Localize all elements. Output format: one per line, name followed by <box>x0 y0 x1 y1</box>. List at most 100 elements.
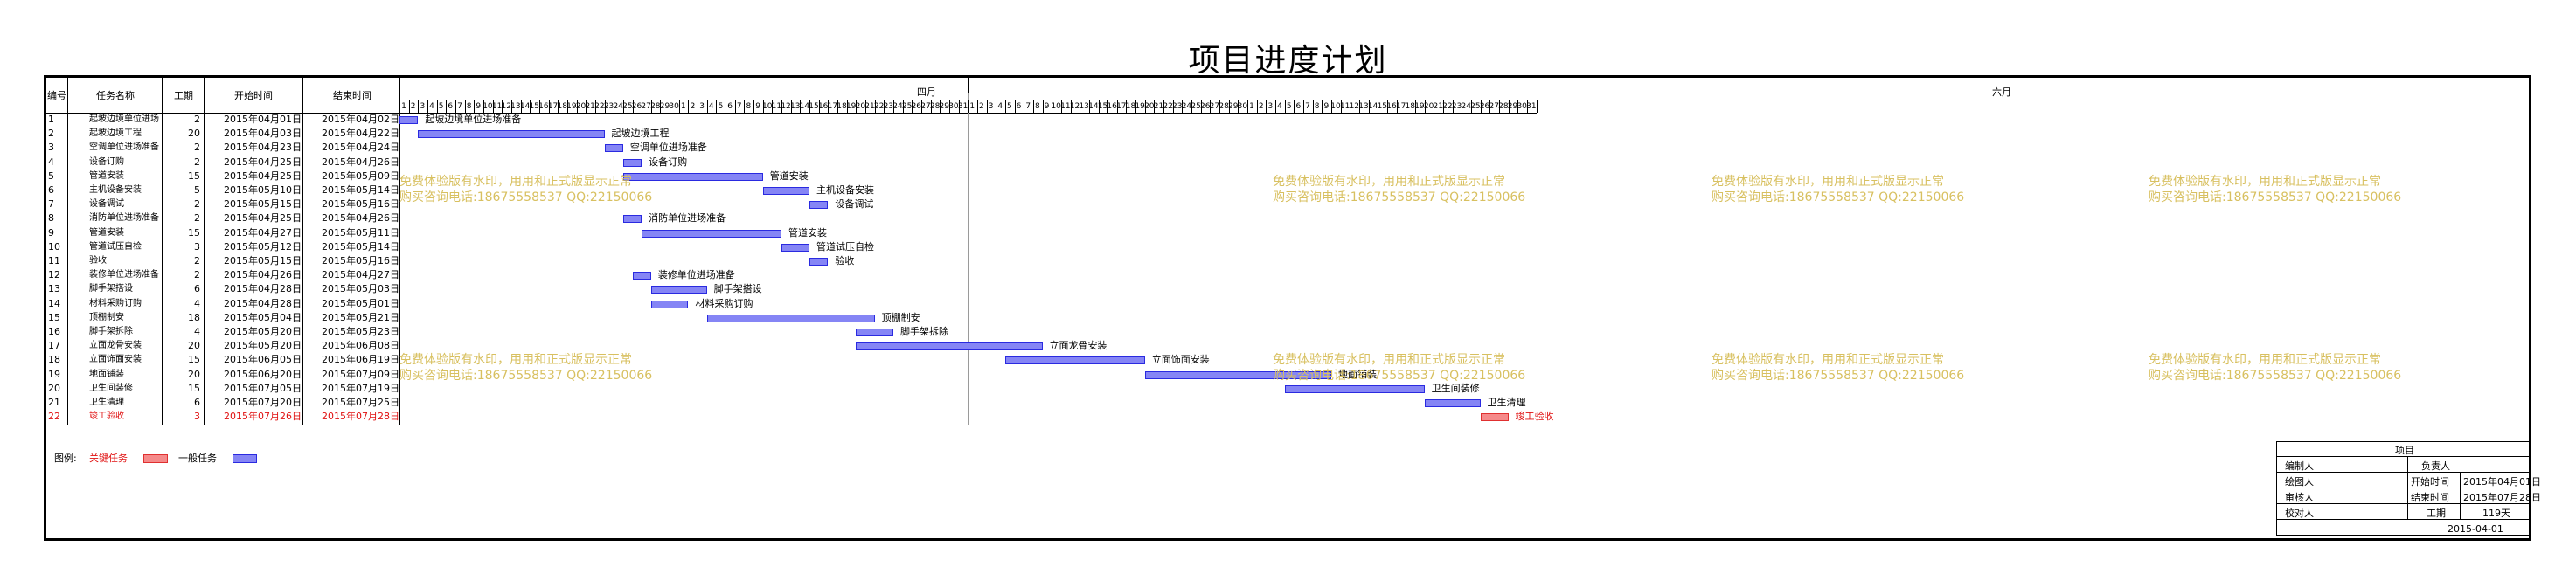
task-end: 2015年04月27日 <box>322 269 399 281</box>
task-duration: 4 <box>194 326 200 337</box>
page-title: 项目进度计划 <box>1188 43 1388 79</box>
day-label: 21 <box>864 102 875 111</box>
task-end: 2015年04月26日 <box>322 212 399 225</box>
day-label: 5 <box>1286 102 1292 111</box>
day-label: 17 <box>827 102 838 111</box>
day-label: 8 <box>1035 102 1040 111</box>
day-tick <box>436 100 438 113</box>
task-end: 2015年04月02日 <box>322 114 399 125</box>
legend-normal-label: 一般任务 <box>178 453 217 464</box>
task-name: 起坡边境单位进场准备 <box>89 114 159 124</box>
day-tick <box>1238 100 1239 113</box>
day-label: 5 <box>1007 102 1012 111</box>
task-bar <box>650 286 707 294</box>
day-label: 6 <box>1016 102 1022 111</box>
task-end: 2015年05月01日 <box>322 297 399 309</box>
day-tick <box>558 100 559 113</box>
info-row-line <box>2276 535 2529 536</box>
task-bar-label: 消防单位进场准备 <box>649 212 726 225</box>
task-bar <box>1284 384 1425 393</box>
day-label: 6 <box>1295 102 1302 111</box>
day-tick <box>1470 100 1472 113</box>
day-label: 9 <box>1323 102 1330 111</box>
task-start: 2015年04月25日 <box>224 156 302 168</box>
task-id: 19 <box>48 368 60 380</box>
month-april: 四月 <box>917 86 936 98</box>
day-label: 25 <box>1470 102 1481 111</box>
watermark-line2: 购买咨询电话:18675558537 QQ:22150066 <box>1712 369 1965 383</box>
info-row-line <box>2276 519 2529 520</box>
day-label: 19 <box>1414 102 1425 111</box>
task-duration: 2 <box>194 269 200 281</box>
day-tick <box>455 100 456 113</box>
day-label: 31 <box>957 102 969 111</box>
task-bar-label: 材料采购订购 <box>695 297 753 309</box>
day-tick <box>976 100 978 113</box>
task-id: 6 <box>48 184 54 196</box>
day-tick <box>902 100 904 113</box>
task-duration: 3 <box>194 240 200 252</box>
task-start: 2015年04月28日 <box>224 297 302 309</box>
day-label: 2 <box>410 102 416 111</box>
task-end: 2015年04月22日 <box>322 128 399 140</box>
day-label: 2 <box>1258 102 1264 111</box>
day-tick <box>632 100 634 113</box>
day-tick <box>688 100 690 113</box>
day-tick <box>474 100 476 113</box>
day-tick <box>930 100 932 113</box>
day-label: 9 <box>755 102 760 111</box>
day-tick <box>892 100 894 113</box>
day-label: 24 <box>1461 102 1471 111</box>
day-tick <box>427 100 428 113</box>
day-label: 23 <box>1172 102 1183 111</box>
task-end: 2015年07月09日 <box>322 368 399 380</box>
task-duration: 2 <box>194 198 200 211</box>
day-label: 11 <box>1060 102 1071 111</box>
task-bar <box>622 215 642 224</box>
task-duration: 2 <box>194 114 200 125</box>
watermark-line2: 购买咨询电话:18675558537 QQ:22150066 <box>2149 190 2402 204</box>
day-tick <box>986 100 988 113</box>
info-col-line <box>2276 441 2277 535</box>
task-id: 14 <box>48 297 60 309</box>
day-label: 21 <box>585 102 595 111</box>
day-label: 1 <box>401 102 406 111</box>
day-label: 20 <box>1423 102 1434 111</box>
day-label: 14 <box>1088 102 1099 111</box>
day-tick <box>1517 100 1519 113</box>
day-tick <box>912 100 913 113</box>
day-label: 29 <box>659 102 670 111</box>
day-tick <box>968 100 969 113</box>
day-label: 16 <box>1386 102 1397 111</box>
task-id: 7 <box>48 198 54 211</box>
info-date: 2015-04-01 <box>2448 523 2503 535</box>
task-start: 2015年04月25日 <box>224 169 302 182</box>
task-bar-label: 管道安装 <box>769 169 809 182</box>
day-label: 25 <box>622 102 633 111</box>
task-end: 2015年05月21日 <box>322 311 399 323</box>
task-name: 消防单位进场准备 <box>89 213 159 224</box>
day-tick <box>762 100 764 113</box>
day-tick <box>837 100 839 113</box>
task-start: 2015年05月20日 <box>224 340 302 352</box>
day-label: 17 <box>547 102 559 111</box>
task-start: 2015年04月26日 <box>224 269 302 281</box>
task-start: 2015年05月04日 <box>224 311 302 323</box>
day-label: 4 <box>429 102 434 111</box>
day-label: 19 <box>845 102 857 111</box>
legend-normal-swatch <box>233 454 257 463</box>
watermark-line1: 免费体验版有水印，用用和正式版显示正常 <box>1273 175 1505 189</box>
task-start: 2015年05月12日 <box>224 240 302 252</box>
day-label: 8 <box>1314 102 1320 111</box>
task-end: 2015年05月16日 <box>322 255 399 266</box>
day-tick <box>1508 100 1510 113</box>
watermark-line1: 免费体验版有水印，用用和正式版显示正常 <box>2149 175 2381 189</box>
day-label: 14 <box>1367 102 1378 111</box>
day-tick <box>1042 100 1044 113</box>
watermark-line2: 购买咨询电话:18675558537 QQ:22150066 <box>2149 369 2402 383</box>
legend-critical-swatch <box>143 454 168 463</box>
task-start: 2015年06月05日 <box>224 354 302 366</box>
day-label: 5 <box>718 102 724 111</box>
day-label: 30 <box>948 102 959 111</box>
task-bar <box>1480 413 1509 422</box>
